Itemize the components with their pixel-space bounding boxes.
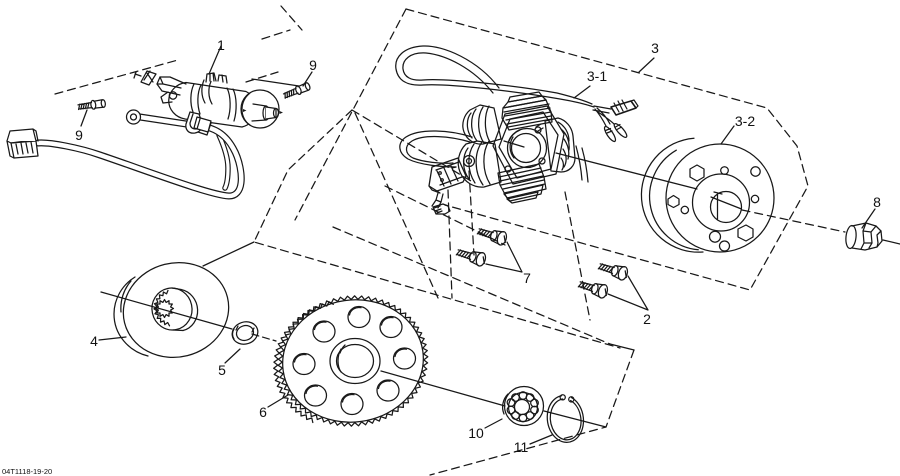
svg-text:10: 10 (468, 425, 484, 441)
svg-text:3: 3 (651, 40, 659, 56)
svg-text:5: 5 (218, 362, 226, 378)
svg-text:04T1118-19-20: 04T1118-19-20 (2, 467, 52, 476)
svg-text:4: 4 (90, 333, 98, 349)
svg-text:3-1: 3-1 (587, 68, 607, 84)
svg-text:7: 7 (523, 270, 531, 286)
svg-text:9: 9 (75, 127, 83, 143)
svg-text:9: 9 (309, 57, 317, 73)
svg-text:6: 6 (259, 404, 267, 420)
svg-text:2: 2 (643, 311, 651, 327)
svg-text:11: 11 (514, 439, 529, 455)
svg-text:1: 1 (217, 37, 225, 53)
svg-text:8: 8 (873, 194, 881, 210)
svg-text:3-2: 3-2 (735, 113, 755, 129)
